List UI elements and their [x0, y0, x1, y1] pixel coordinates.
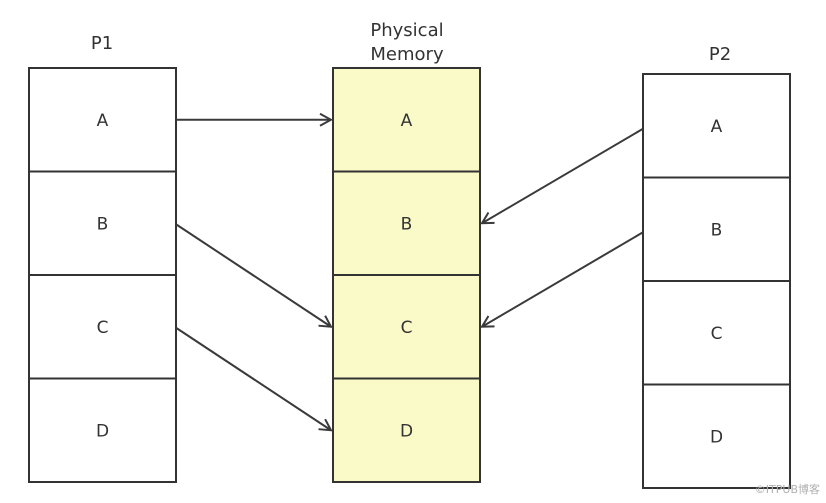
p1-block-d	[28, 377, 177, 483]
arrow-p2-a-to-memory-b	[482, 127, 644, 224]
p1-title: P1	[91, 33, 113, 54]
p2-block-d	[642, 383, 791, 489]
arrow-p2-b-to-memory-c	[482, 231, 644, 327]
p2-block-label-b: B	[711, 220, 723, 240]
p1-block-label-a: A	[97, 111, 109, 131]
p2-title: P2	[709, 44, 731, 65]
p1-block-label-c: C	[97, 318, 109, 338]
arrow-p1-c-to-memory-d	[175, 326, 331, 431]
memory-block-b	[332, 170, 481, 276]
memory-block-label-a: A	[401, 111, 413, 131]
p2-block-label-a: A	[711, 117, 723, 137]
memory-block-label-c: C	[401, 318, 413, 338]
mapping-arrows	[175, 120, 644, 431]
arrow-p1-b-to-memory-c	[175, 223, 331, 327]
memory-block-d	[332, 377, 481, 483]
p1-block-label-b: B	[97, 214, 109, 234]
p2-block-c	[642, 280, 791, 386]
p1-block-c	[28, 274, 177, 380]
p1-block-label-d: D	[96, 421, 109, 441]
memory-title-line2: Memory	[370, 44, 444, 65]
p1-block-b	[28, 170, 177, 276]
p2-block-label-c: C	[711, 324, 723, 344]
p2-column: A B C D	[642, 73, 791, 489]
memory-block-label-b: B	[401, 214, 413, 234]
memory-title-line1: Physical	[370, 20, 443, 41]
physical-memory-column: A B C D	[332, 67, 481, 483]
p1-column: A B C D	[28, 67, 177, 483]
p2-block-label-d: D	[710, 427, 723, 447]
watermark: ©ITPUB博客	[755, 482, 820, 496]
memory-block-label-d: D	[400, 421, 413, 441]
p1-block-a	[28, 67, 177, 173]
p2-block-b	[642, 176, 791, 282]
